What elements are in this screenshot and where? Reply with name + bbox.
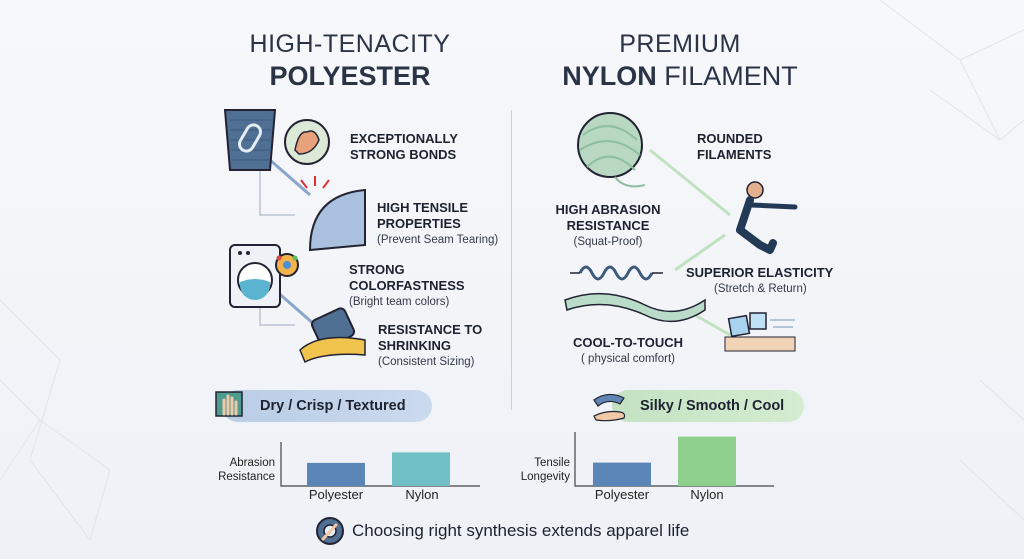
feature-sub: (Bright team colors): [349, 296, 450, 308]
feature-title: EXCEPTIONALLY STRONG BONDS: [350, 131, 458, 162]
feature-title: RESISTANCE TO SHRINKING: [378, 322, 483, 353]
left-feature-2: HIGH TENSILE PROPERTIES (Prevent Seam Te…: [377, 200, 517, 246]
feature-sub: (Stretch & Return): [714, 283, 807, 295]
footer-message: Choosing right synthesis extends apparel…: [352, 521, 690, 540]
shoulder-icon: [300, 176, 366, 252]
right-feature-2: HIGH ABRASION RESISTANCE (Squat-Proof): [533, 202, 683, 248]
feature-sub: (Consistent Sizing): [378, 356, 475, 368]
right-title-rest: FILAMENT: [656, 61, 798, 91]
chart2-plot: [574, 432, 774, 487]
squat-person-icon: [736, 181, 798, 254]
chart1-ylabel: Abrasion Resistance: [218, 457, 275, 483]
chart2-ylabel: Tensile Longevity: [520, 457, 570, 483]
spring-icon: [570, 265, 663, 281]
right-title-line1: PREMIUM: [619, 30, 741, 58]
chart2-category-label: Nylon: [690, 487, 724, 502]
feature-title: ROUNDED FILAMENTS: [697, 131, 772, 162]
feature-title: COOL-TO-TOUCH: [572, 335, 683, 350]
feature-sub: (Prevent Seam Tearing): [377, 234, 499, 246]
feature-title: SUPERIOR ELASTICITY: [686, 265, 834, 280]
color-gear-icon: [275, 253, 299, 277]
right-illustrations: [564, 112, 798, 352]
ice-cube-icon: [724, 312, 796, 352]
chart2-bar-polyester: [593, 462, 651, 486]
right-title: PREMIUM NYLON FILAMENT: [530, 30, 830, 92]
right-feature-1: ROUNDED FILAMENTS: [697, 131, 827, 163]
right-texture-label: Silky / Smooth / Cool: [640, 398, 785, 414]
spool-icon: [223, 109, 277, 171]
left-title-line1: HIGH-TENACITY: [249, 30, 451, 58]
left-title-bold: POLYESTER: [269, 61, 431, 91]
fabric-roll-icon: [299, 307, 366, 364]
chart2-category-label: Polyester: [594, 487, 650, 502]
yarn-ball-icon: [577, 112, 646, 188]
left-texture-label: Dry / Crisp / Textured: [260, 398, 406, 414]
chart2-bar-nylon: [678, 436, 736, 486]
right-texture-pill: Silky / Smooth / Cool: [593, 390, 804, 422]
left-title: HIGH-TENACITY POLYESTER: [200, 30, 500, 92]
feature-title: HIGH ABRASION RESISTANCE: [555, 202, 661, 233]
fabric-ribbon-icon: [564, 292, 706, 323]
right-feature-4: COOL-TO-TOUCH ( physical comfort): [553, 335, 703, 365]
hand-fabric-icon: [215, 391, 243, 417]
feature-title: STRONG COLORFASTNESS: [349, 262, 465, 293]
feature-sub: ( physical comfort): [581, 353, 675, 365]
hand-silk-icon: [593, 393, 626, 422]
chart1-category-label: Polyester: [308, 487, 364, 502]
wrench-gear-icon: [316, 517, 344, 545]
chart1-bar-nylon: [392, 452, 450, 486]
left-illustrations: [223, 109, 366, 364]
washing-machine-icon: [229, 244, 281, 308]
right-feature-3: SUPERIOR ELASTICITY (Stretch & Return): [686, 265, 856, 295]
feature-title: HIGH TENSILE PROPERTIES: [377, 200, 469, 231]
chart1-plot: [280, 442, 480, 487]
feature-sub: (Squat-Proof): [573, 236, 643, 248]
left-feature-3: STRONG COLORFASTNESS (Bright team colors…: [349, 262, 509, 308]
muscle-icon: [284, 119, 330, 165]
chart1-bar-polyester: [307, 462, 365, 486]
left-feature-1: EXCEPTIONALLY STRONG BONDS: [350, 131, 510, 163]
right-title-bold: NYLON: [562, 61, 657, 91]
center-divider: [511, 110, 512, 410]
left-texture-pill: Dry / Crisp / Textured: [215, 390, 432, 422]
left-feature-4: RESISTANCE TO SHRINKING (Consistent Sizi…: [378, 322, 518, 368]
chart1-category-label: Nylon: [405, 487, 439, 502]
